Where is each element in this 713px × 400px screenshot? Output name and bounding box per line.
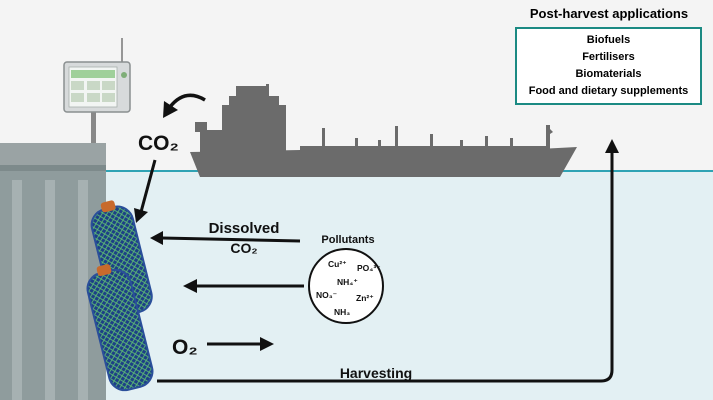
cultivation-cage-icon (86, 200, 154, 392)
post-harvest-list: Biofuels Fertilisers Biomaterials Food a… (515, 27, 702, 105)
co2-down-arrow (139, 159, 157, 213)
post-harvest-title: Post-harvest applications (529, 6, 689, 21)
dissolved-co2-label-line1: Dissolved (209, 220, 280, 237)
application-fertilisers: Fertilisers (582, 51, 635, 63)
o2-label: O₂ (172, 336, 198, 359)
pollutant-po4: PO₄³⁻ (357, 263, 381, 273)
pollutant-zn: Zn²⁺ (356, 293, 374, 303)
monitor-terminal-icon (63, 38, 131, 143)
dissolved-co2-arrowhead (150, 231, 163, 245)
pollutants-arrowhead (183, 279, 197, 293)
application-biofuels: Biofuels (586, 34, 631, 46)
pollutant-nh4: NH₄⁺ (337, 277, 358, 287)
dissolved-co2-label-line2: CO₂ (230, 240, 257, 256)
harvesting-label: Harvesting (340, 365, 412, 381)
o2-arrowhead (260, 337, 274, 351)
co2-curved-arrowhead (163, 101, 178, 118)
dissolved-co2-arrow (161, 236, 301, 243)
co2-down-arrowhead (134, 208, 148, 223)
harvesting-path (157, 152, 614, 383)
dock (0, 143, 106, 400)
pollutant-cu: Cu²⁺ (328, 259, 347, 269)
ship-icon (190, 84, 577, 177)
harvesting-arrowhead (605, 139, 619, 153)
application-biomaterials: Biomaterials (575, 68, 642, 80)
pollutant-no3: NO₃⁻ (316, 290, 337, 300)
pollutant-nh3: NH₃ (334, 307, 350, 317)
pollutants-circle (308, 248, 384, 324)
application-food-supplements: Food and dietary supplements (528, 85, 689, 97)
pollutants-title: Pollutants (321, 234, 374, 246)
co2-curved-arrow (168, 93, 206, 109)
co2-label: CO₂ (138, 132, 179, 155)
